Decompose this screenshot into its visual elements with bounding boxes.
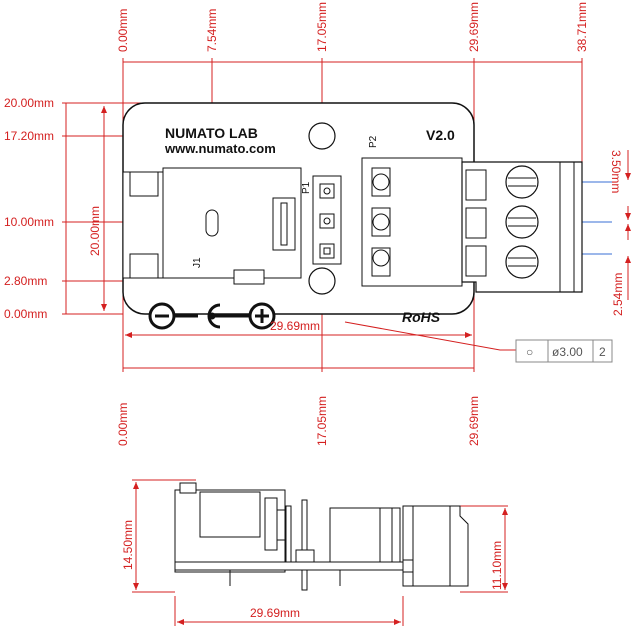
brand-label: NUMATO LAB xyxy=(165,125,258,141)
hole-callout: ○ ø3.00 2 xyxy=(515,339,613,363)
terminal-footprint-p2 xyxy=(361,157,463,287)
j1-label: J1 xyxy=(192,257,203,268)
callout-diameter: ø3.00 xyxy=(552,345,583,359)
side-height-right-label: 11.10mm xyxy=(490,541,504,590)
mounting-hole-top xyxy=(308,122,336,150)
right-dimension-labels: 3.50mm 2.54mm xyxy=(609,150,625,316)
top-dimension-labels: 0.00mm 7.54mm 17.05mm 29.69mm 38.71mm xyxy=(116,2,589,52)
rohs-label: RoHS xyxy=(402,309,441,325)
polarity-symbols xyxy=(148,302,276,330)
mounting-hole-bottom xyxy=(308,267,336,295)
bottom-dim-1: 17.05mm xyxy=(315,396,329,446)
right-dim-1: 2.54mm xyxy=(611,273,625,316)
callout-count: 2 xyxy=(599,345,606,359)
top-dim-1: 7.54mm xyxy=(205,9,219,52)
version-label: V2.0 xyxy=(426,127,455,143)
bottom-dim-0: 0.00mm xyxy=(116,403,130,446)
pcb-top-view: NUMATO LAB www.numato.com V2.0 RoHS P2 P… xyxy=(122,102,583,330)
left-dimension-labels: 20.00mm 17.20mm 10.00mm 2.80mm 0.00mm 20… xyxy=(4,96,102,321)
p2-label: P2 xyxy=(368,135,379,148)
top-dim-4: 38.71mm xyxy=(575,2,589,52)
side-view: 14.50mm 11.10mm 29.69mm xyxy=(121,479,508,626)
callout-symbol: ○ xyxy=(526,345,533,359)
screw-terminal-block xyxy=(461,161,583,293)
website-label: www.numato.com xyxy=(164,141,276,156)
bottom-dim-2: 29.69mm xyxy=(467,396,481,446)
left-dim-2: 10.00mm xyxy=(4,215,54,229)
left-dim-1: 17.20mm xyxy=(4,129,54,143)
left-dim-0: 20.00mm xyxy=(4,96,54,110)
p1-label: P1 xyxy=(301,181,312,194)
width-dim-label: 29.69mm xyxy=(270,319,320,333)
vertical-width-label: 20.00mm xyxy=(88,206,102,256)
right-dim-0: 3.50mm xyxy=(609,150,623,193)
top-dim-0: 0.00mm xyxy=(116,9,130,52)
side-height-left-label: 14.50mm xyxy=(121,520,135,570)
left-dim-4: 0.00mm xyxy=(4,307,47,321)
side-width-label: 29.69mm xyxy=(250,606,300,620)
left-dim-3: 2.80mm xyxy=(4,274,47,288)
bottom-dimension-labels: 0.00mm 17.05mm 29.69mm 29.69mm xyxy=(116,319,481,446)
header-p1 xyxy=(312,175,342,265)
top-dim-3: 29.69mm xyxy=(467,2,481,52)
dc-jack-j1 xyxy=(122,167,302,285)
top-dim-2: 17.05mm xyxy=(315,2,329,52)
